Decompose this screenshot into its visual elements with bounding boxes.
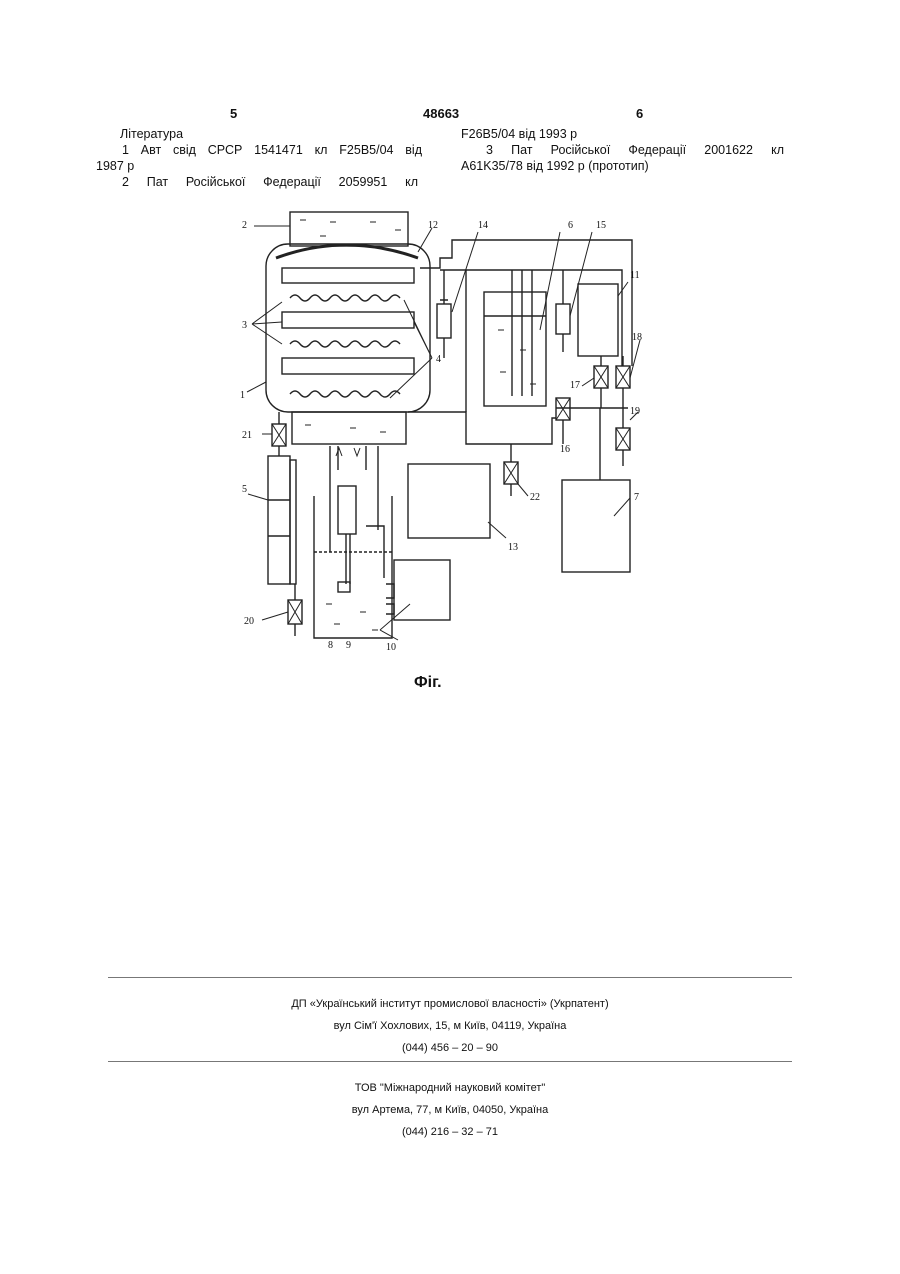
element-9: [338, 486, 356, 534]
coil-4c: [290, 391, 400, 397]
svg-text:20: 20: [244, 616, 254, 627]
reference-1-line-1: 1 Авт свід СРСР 1541471 кл F25B5/04 від: [122, 142, 422, 158]
svg-text:11: 11: [630, 270, 640, 281]
svg-text:21: 21: [242, 430, 252, 441]
coil-4a: [290, 295, 400, 301]
column-5: [268, 456, 290, 584]
svg-text:12: 12: [428, 220, 438, 231]
footer-org1-phone: (044) 456 – 20 – 90: [0, 1042, 900, 1054]
page-number-left: 5: [230, 106, 237, 121]
footer-divider-middle: [108, 1061, 792, 1062]
page-number-right: 6: [636, 106, 643, 121]
vessel-6: [484, 292, 546, 406]
tray-3a: [282, 268, 414, 283]
svg-text:1: 1: [240, 390, 245, 401]
svg-text:14: 14: [478, 220, 488, 231]
svg-text:3: 3: [242, 320, 247, 331]
svg-text:2: 2: [242, 220, 247, 231]
footer-org1-address: вул Сім'ї Хохлових, 15, м Київ, 04119, У…: [0, 1020, 900, 1032]
svg-text:17: 17: [570, 380, 580, 391]
svg-text:22: 22: [530, 492, 540, 503]
footer-divider-top: [108, 977, 792, 978]
svg-text:4: 4: [436, 354, 441, 365]
footer-org2-address: вул Артема, 77, м Київ, 04050, Україна: [0, 1104, 900, 1116]
heater-12: [276, 245, 418, 258]
tray-3c: [282, 358, 414, 374]
svg-text:10: 10: [386, 642, 396, 653]
svg-text:6: 6: [568, 220, 573, 231]
svg-text:8: 8: [328, 640, 333, 651]
valve-15: [556, 304, 570, 334]
footer-org1-name: ДП «Український інститут промислової вла…: [0, 998, 900, 1010]
footer-org2-phone: (044) 216 – 32 – 71: [0, 1126, 900, 1138]
svg-text:19: 19: [630, 406, 640, 417]
apparatus-diagram: 2 12 14 6 15 11 3 4 1 18 17 19 21 16 5 2…: [228, 206, 658, 656]
footer-org2-name: ТОВ "Міжнародний науковий комітет": [0, 1082, 900, 1094]
figure-caption: Фіг.: [414, 674, 442, 692]
svg-text:18: 18: [632, 332, 642, 343]
reference-2-line-2: F26B5/04 від 1993 р: [461, 126, 577, 142]
reference-1-line-2: 1987 р: [96, 158, 134, 174]
svg-text:9: 9: [346, 640, 351, 651]
reservoir-2: [290, 212, 408, 246]
valve-14: [437, 304, 451, 338]
patent-number: 48663: [423, 106, 459, 121]
coil-4b: [290, 341, 400, 347]
svg-text:7: 7: [634, 492, 639, 503]
reference-3-line-2: A61K35/78 від 1992 р (прототип): [461, 158, 649, 174]
svg-text:16: 16: [560, 444, 570, 455]
unit-11: [578, 284, 618, 356]
reference-3-line-1: 3 Пат Російської Федерації 2001622 кл: [486, 142, 784, 158]
tray-3b: [282, 312, 414, 328]
references-title: Література: [120, 126, 183, 142]
unit-7: [562, 480, 630, 572]
unit-13: [408, 464, 490, 538]
svg-text:5: 5: [242, 484, 247, 495]
reference-2-line-1: 2 Пат Російської Федерації 2059951 кл: [122, 174, 418, 190]
svg-text:15: 15: [596, 220, 606, 231]
svg-text:13: 13: [508, 542, 518, 553]
